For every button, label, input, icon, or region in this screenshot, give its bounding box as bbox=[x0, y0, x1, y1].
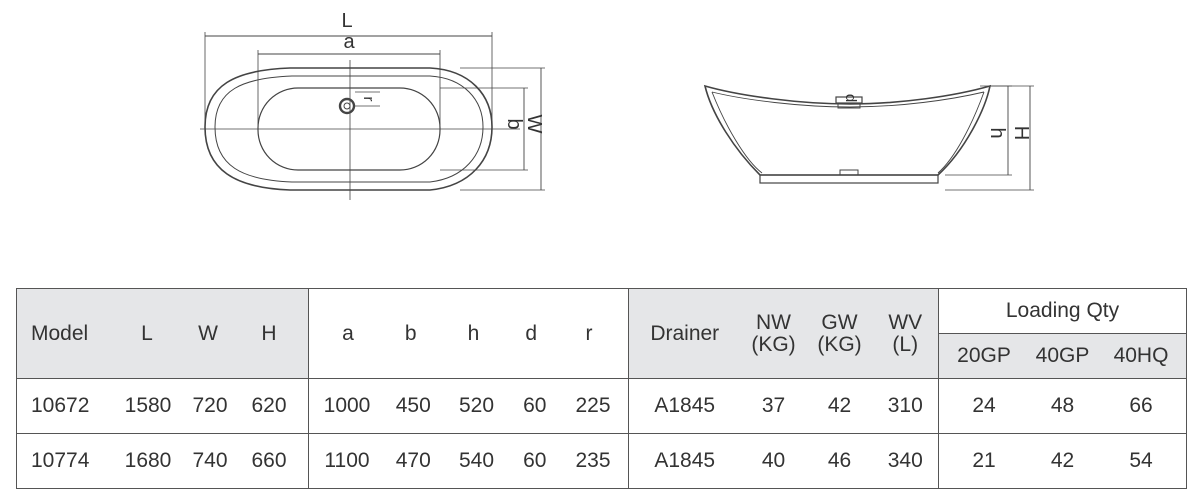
label-d: d bbox=[842, 94, 859, 102]
label-L: L bbox=[341, 10, 352, 32]
header-wv-label: WV bbox=[888, 310, 923, 334]
label-h: h bbox=[986, 127, 1008, 138]
label-b: b bbox=[503, 118, 525, 129]
header-nw-unit: (KG) bbox=[751, 332, 796, 356]
header-wv-unit: (L) bbox=[892, 332, 919, 356]
header-gw: GW (KG) bbox=[806, 288, 873, 379]
cell-H: 660 bbox=[251, 449, 287, 472]
header-r: r bbox=[585, 321, 593, 345]
cell-r: 235 bbox=[575, 449, 611, 472]
header-group-main: Model L W H bbox=[16, 288, 309, 379]
header-model: Model bbox=[31, 321, 89, 345]
cell-drainer: A1845 bbox=[628, 433, 741, 489]
cell-40hq: 66 bbox=[1129, 394, 1153, 417]
row1-loading: 24 48 66 bbox=[938, 378, 1187, 434]
header-nw: NW (KG) bbox=[740, 288, 807, 379]
row2-dims: 1100 470 540 60 235 bbox=[308, 433, 629, 489]
spec-table: Model L W H a b h d r Drainer NW (KG) GW… bbox=[16, 288, 1187, 489]
cell-H: 620 bbox=[251, 394, 287, 417]
header-20gp: 20GP bbox=[957, 344, 1011, 367]
label-a: a bbox=[343, 31, 355, 53]
cell-40hq: 54 bbox=[1129, 449, 1153, 472]
cell-nw: 37 bbox=[740, 378, 807, 434]
cell-d: 60 bbox=[523, 394, 547, 417]
cell-20gp: 21 bbox=[972, 449, 996, 472]
cell-20gp: 24 bbox=[972, 394, 996, 417]
cell-gw: 46 bbox=[806, 433, 873, 489]
header-W: W bbox=[198, 321, 218, 345]
cell-a: 1000 bbox=[323, 394, 371, 417]
label-H: H bbox=[1010, 126, 1032, 140]
header-drainer: Drainer bbox=[628, 288, 741, 379]
cell-a: 1100 bbox=[324, 449, 370, 472]
top-view bbox=[200, 32, 545, 200]
header-L: L bbox=[141, 321, 153, 345]
row2-loading: 21 42 54 bbox=[938, 433, 1187, 489]
bathtub-drawings: L a r b W d h H bbox=[200, 10, 1034, 200]
cell-model: 10774 bbox=[31, 449, 90, 472]
cell-40gp: 42 bbox=[1050, 449, 1075, 472]
header-40hq: 40HQ bbox=[1113, 344, 1169, 367]
cell-b: 450 bbox=[395, 394, 431, 417]
cell-drainer: A1845 bbox=[628, 378, 741, 434]
table-row: 10774 1680 740 660 1100 470 540 60 235 A… bbox=[16, 433, 1187, 489]
label-r: r bbox=[360, 97, 377, 102]
row2-main: 10774 1680 740 660 bbox=[16, 433, 309, 489]
row1-dims: 1000 450 520 60 225 bbox=[308, 378, 629, 434]
label-W: W bbox=[523, 115, 545, 134]
header-gw-unit: (KG) bbox=[817, 332, 862, 356]
header-loading-sub: 20GP 40GP 40HQ bbox=[938, 333, 1187, 379]
cell-40gp: 48 bbox=[1050, 394, 1075, 417]
cell-gw: 42 bbox=[806, 378, 873, 434]
cell-nw: 40 bbox=[740, 433, 807, 489]
cell-b: 470 bbox=[395, 449, 431, 472]
side-view bbox=[703, 84, 1034, 191]
cell-d: 60 bbox=[523, 449, 547, 472]
cell-W: 740 bbox=[192, 449, 228, 472]
header-group-dims: a b h d r bbox=[308, 288, 629, 379]
cell-L: 1680 bbox=[124, 449, 172, 472]
table-row: 10672 1580 720 620 1000 450 520 60 225 A… bbox=[16, 378, 1187, 434]
cell-h: 520 bbox=[458, 394, 495, 417]
header-h: h bbox=[467, 321, 480, 345]
cell-model: 10672 bbox=[31, 394, 90, 417]
row1-main: 10672 1580 720 620 bbox=[16, 378, 309, 434]
header-loading: Loading Qty bbox=[938, 288, 1187, 334]
header-wv: WV (L) bbox=[872, 288, 939, 379]
cell-h: 540 bbox=[458, 449, 495, 472]
cell-W: 720 bbox=[192, 394, 228, 417]
header-d: d bbox=[525, 321, 538, 345]
header-nw-label: NW bbox=[756, 310, 791, 334]
header-gw-label: GW bbox=[821, 310, 858, 334]
cell-wv: 340 bbox=[872, 433, 939, 489]
header-H: H bbox=[261, 321, 277, 345]
cell-L: 1580 bbox=[124, 394, 172, 417]
header-40gp: 40GP bbox=[1035, 344, 1090, 367]
header-a: a bbox=[342, 321, 354, 345]
cell-wv: 310 bbox=[872, 378, 939, 434]
header-b: b bbox=[404, 321, 417, 345]
cell-r: 225 bbox=[575, 394, 611, 417]
